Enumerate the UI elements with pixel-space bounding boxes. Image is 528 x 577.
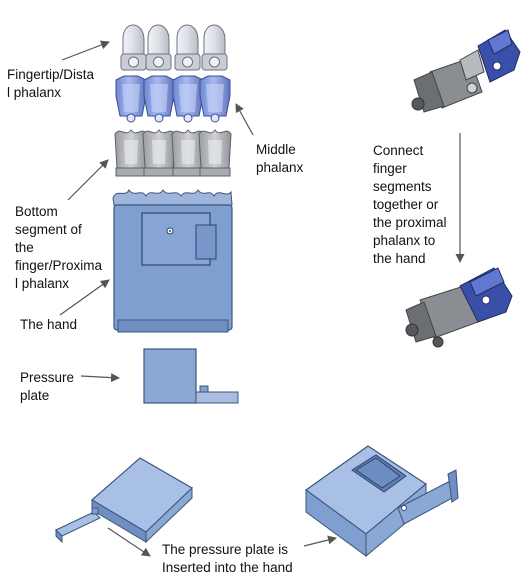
proximal-phalanx-2 — [142, 129, 176, 177]
arrow-middle — [235, 103, 254, 136]
arrow-pressure — [80, 373, 120, 383]
label-hand: The hand — [20, 317, 78, 332]
proximal-phalanx-1 — [114, 129, 148, 177]
middle-phalanx-row — [115, 75, 231, 123]
label-fingertip: Fingertip/Dista l phalanx — [7, 67, 95, 100]
joint-assembly-exploded — [411, 29, 521, 113]
arrow-fingertip — [61, 40, 110, 61]
hand-palm — [112, 189, 233, 333]
label-middle-phalanx: Middle phalanx — [256, 142, 304, 175]
pressure-plate — [143, 348, 239, 404]
fingertip-2 — [145, 24, 172, 71]
hand-with-plate-iso — [304, 445, 459, 558]
middle-phalanx-4 — [199, 75, 231, 123]
proximal-phalanx-row — [114, 129, 232, 177]
arrow-inserted-hand — [303, 535, 337, 547]
label-pressure-plate: Pressure plate — [20, 370, 75, 403]
middle-phalanx-3 — [172, 75, 204, 123]
fingertip-4 — [201, 24, 228, 71]
fingertip-3 — [174, 24, 201, 71]
label-connect: Connect finger segments together or the … — [373, 143, 447, 266]
arrow-insert — [107, 527, 151, 557]
middle-phalanx-1 — [115, 75, 147, 123]
fingertip-1 — [120, 24, 147, 71]
arrows — [59, 40, 465, 557]
fingertip-row — [120, 24, 228, 71]
middle-phalanx-2 — [143, 75, 175, 123]
proximal-phalanx-4 — [198, 129, 232, 177]
arrow-hand — [59, 279, 110, 316]
joint-assembly-connected — [405, 267, 513, 348]
pressure-plate-iso — [55, 457, 193, 544]
label-bottom-segment: Bottom segment of the finger/Proxima l p… — [15, 204, 103, 291]
label-inserted: The pressure plate is Inserted into the … — [162, 542, 293, 575]
proximal-phalanx-3 — [171, 129, 205, 177]
arrow-bottom-segment — [67, 159, 109, 201]
